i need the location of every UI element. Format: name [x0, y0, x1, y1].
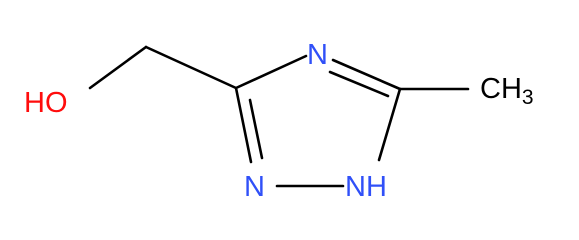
- bond-n4-c5-inner: [328, 70, 390, 98]
- molecule-structure: HO N N NH CH3: [24, 39, 534, 203]
- methyl-ch: CH: [480, 73, 522, 105]
- methyl-label: CH3: [480, 73, 534, 109]
- bond-n4-c5: [331, 58, 402, 91]
- bond-c5-n1: [377, 87, 402, 162]
- bond-ch2-c3: [144, 45, 238, 90]
- bonds: [88, 45, 470, 188]
- hydroxyl-label: HO: [24, 87, 68, 119]
- bond-c3-n4: [234, 54, 308, 90]
- nh-label: NH: [345, 171, 387, 203]
- nitrogen-n4-label: N: [307, 39, 328, 71]
- bond-o-ch2: [88, 45, 148, 90]
- bond-n2-c3: [234, 86, 253, 164]
- nitrogen-n2-label: N: [244, 171, 265, 203]
- bond-n2-c3-inner: [248, 98, 264, 160]
- methyl-subscript: 3: [522, 86, 534, 109]
